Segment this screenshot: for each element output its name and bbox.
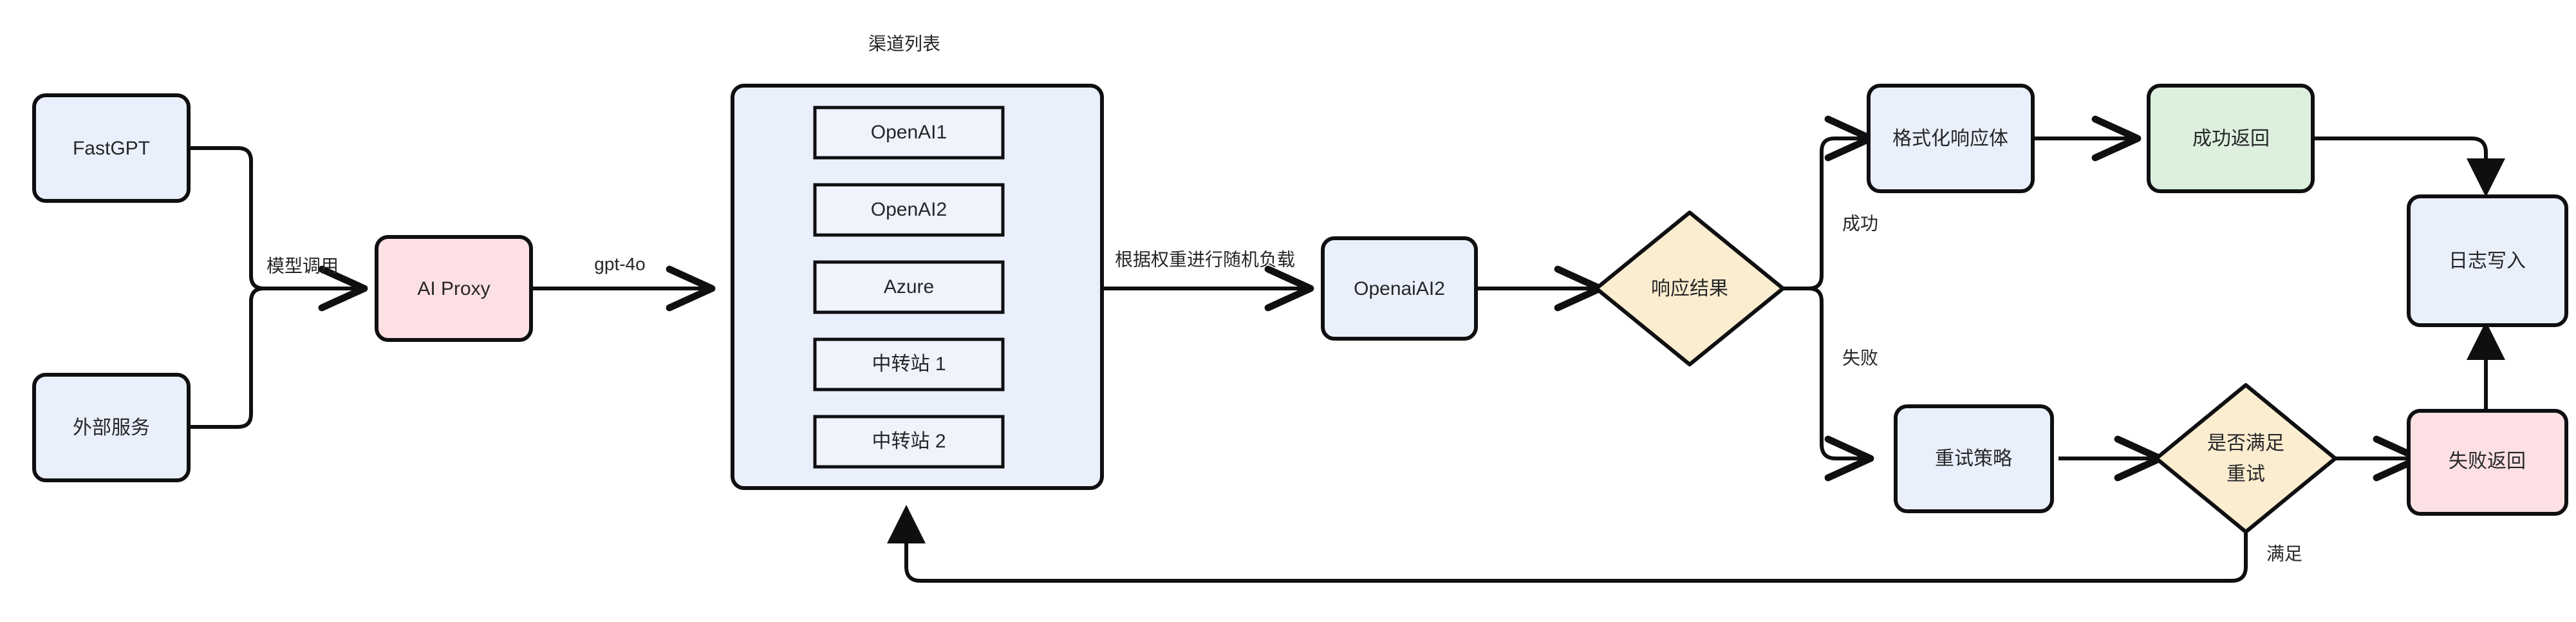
node-external-service[interactable]: 外部服务 bbox=[32, 373, 191, 482]
fastgpt-label: FastGPT bbox=[73, 138, 150, 159]
edge-response-success-to-format bbox=[1808, 115, 1874, 290]
node-failure-return[interactable]: 失败返回 bbox=[2407, 409, 2568, 516]
channel-item-openai1[interactable]: OpenAI1 bbox=[813, 106, 1005, 160]
channel-item-openai2-label: OpenAI2 bbox=[871, 199, 947, 220]
openaiai2-box[interactable] bbox=[1321, 236, 1478, 341]
node-response-result[interactable]: 响应结果 bbox=[1594, 211, 1785, 366]
node-success-return[interactable]: 成功返回 bbox=[2147, 84, 2315, 193]
retry-condition-label-line1: 是否满足 bbox=[2207, 433, 2284, 454]
ai-proxy-label: AI Proxy bbox=[417, 278, 490, 299]
edge-retry-loop-to-channels bbox=[887, 505, 2248, 583]
response-result-diamond[interactable] bbox=[1594, 211, 1785, 366]
edge-label-model-call: 模型调用 bbox=[266, 256, 339, 276]
channel-item-azure-box[interactable] bbox=[813, 260, 1005, 314]
channel-item-openai2[interactable]: OpenAI2 bbox=[813, 183, 1005, 237]
edge-label-success: 成功 bbox=[1842, 213, 1878, 233]
channel-item-relay-2-label: 中转站 2 bbox=[872, 431, 946, 452]
format-response-body-label: 格式化响应体 bbox=[1892, 128, 2008, 149]
retry-policy-label: 重试策略 bbox=[1935, 448, 2012, 469]
edge-label-satisfied: 满足 bbox=[2266, 543, 2302, 563]
node-channel-list-group[interactable]: OpenAI1 OpenAI2 Azure 中转站 1 中转站 2 bbox=[731, 84, 1104, 490]
node-log-write[interactable]: 日志写入 bbox=[2407, 194, 2568, 327]
edge-external-to-merge bbox=[189, 287, 270, 429]
format-response-body-box[interactable] bbox=[1867, 84, 2035, 193]
channel-item-relay-1-box[interactable] bbox=[813, 337, 1005, 391]
node-format-response-body[interactable]: 格式化响应体 bbox=[1867, 84, 2035, 193]
success-return-label: 成功返回 bbox=[2192, 128, 2270, 149]
channel-item-azure-label: Azure bbox=[884, 276, 934, 297]
channel-item-openai1-box[interactable] bbox=[813, 106, 1005, 160]
node-retry-policy[interactable]: 重试策略 bbox=[1894, 404, 2054, 513]
node-openaiai2[interactable]: OpenaiAI2 bbox=[1321, 236, 1478, 341]
fastgpt-box[interactable] bbox=[32, 93, 191, 203]
edge-response-failure-to-retry bbox=[1808, 287, 1874, 482]
edge-label-failure: 失败 bbox=[1842, 348, 1878, 368]
node-retry-condition[interactable]: 是否满足 重试 bbox=[2154, 383, 2337, 534]
retry-condition-label-line2: 重试 bbox=[2226, 464, 2265, 485]
node-fastgpt[interactable]: FastGPT bbox=[32, 93, 191, 203]
channel-item-azure[interactable]: Azure bbox=[813, 260, 1005, 314]
channel-list-title: 渠道列表 bbox=[868, 33, 940, 53]
success-return-box[interactable] bbox=[2147, 84, 2315, 193]
channel-item-openai2-box[interactable] bbox=[813, 183, 1005, 237]
openaiai2-label: OpenaiAI2 bbox=[1354, 278, 1445, 299]
failure-return-label: 失败返回 bbox=[2449, 451, 2526, 472]
log-write-label: 日志写入 bbox=[2449, 250, 2526, 272]
channel-item-relay-1[interactable]: 中转站 1 bbox=[813, 337, 1005, 391]
edge-success-to-log bbox=[2313, 137, 2505, 197]
channel-item-relay-1-label: 中转站 1 bbox=[872, 353, 946, 375]
response-result-label: 响应结果 bbox=[1651, 278, 1728, 299]
log-write-box[interactable] bbox=[2407, 194, 2568, 327]
channel-item-relay-2-box[interactable] bbox=[813, 415, 1005, 469]
channel-item-relay-2[interactable]: 中转站 2 bbox=[813, 415, 1005, 469]
channel-item-openai1-label: OpenAI1 bbox=[871, 122, 947, 143]
external-service-box[interactable] bbox=[32, 373, 191, 482]
edge-label-weighted-random-load: 根据权重进行随机负载 bbox=[1115, 249, 1295, 269]
external-service-label: 外部服务 bbox=[73, 417, 150, 438]
edge-label-gpt4o: gpt-4o bbox=[594, 254, 645, 274]
failure-return-box[interactable] bbox=[2407, 409, 2568, 516]
retry-policy-box[interactable] bbox=[1894, 404, 2054, 513]
ai-proxy-box[interactable] bbox=[375, 235, 533, 342]
node-ai-proxy[interactable]: AI Proxy bbox=[375, 235, 533, 342]
retry-condition-diamond[interactable] bbox=[2154, 383, 2337, 534]
